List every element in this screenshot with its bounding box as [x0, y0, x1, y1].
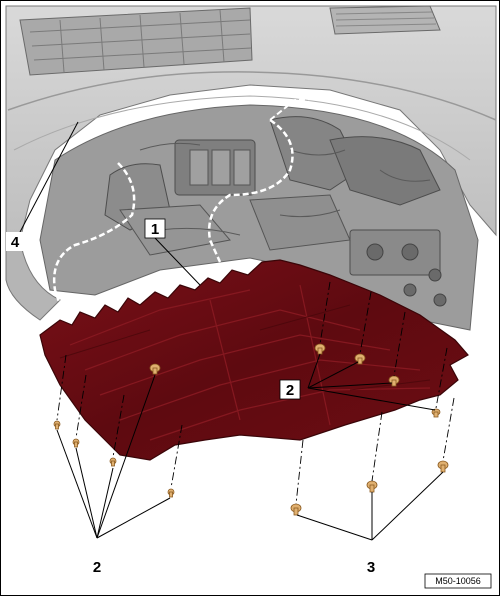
- screw-icon: [167, 488, 175, 498]
- fasteners: [53, 343, 449, 516]
- callout-1-label: 1: [151, 221, 159, 238]
- callout-2-lower-label: 2: [93, 559, 101, 576]
- callout-4-label: 4: [11, 234, 20, 251]
- callout-2-lower: 2: [93, 559, 101, 576]
- leader-lines: [19, 121, 444, 541]
- callout-3: 3: [367, 559, 375, 576]
- screw-icon: [431, 408, 441, 418]
- callout-4: 4: [6, 232, 24, 251]
- clip-icon: [290, 503, 302, 516]
- engine-bay-underside: [39, 97, 479, 331]
- screw-icon: [149, 363, 161, 375]
- figure-id: M50-10056: [424, 573, 492, 589]
- callout-2-upper: 2: [279, 379, 301, 400]
- callout-3-label: 3: [367, 559, 375, 576]
- vehicle-front-body: [5, 5, 497, 321]
- screw-icon: [72, 438, 80, 448]
- figure-id-label: M50-10056: [435, 576, 481, 586]
- callout-2-upper-label: 2: [286, 382, 294, 399]
- screw-icon: [354, 353, 366, 365]
- installation-axis-lines: [56, 281, 455, 505]
- underbody-cover-panel: [39, 259, 469, 461]
- screw-icon: [53, 420, 61, 430]
- clip-icon: [437, 460, 449, 473]
- screw-icon: [109, 457, 117, 467]
- callout-1: 1: [144, 218, 166, 239]
